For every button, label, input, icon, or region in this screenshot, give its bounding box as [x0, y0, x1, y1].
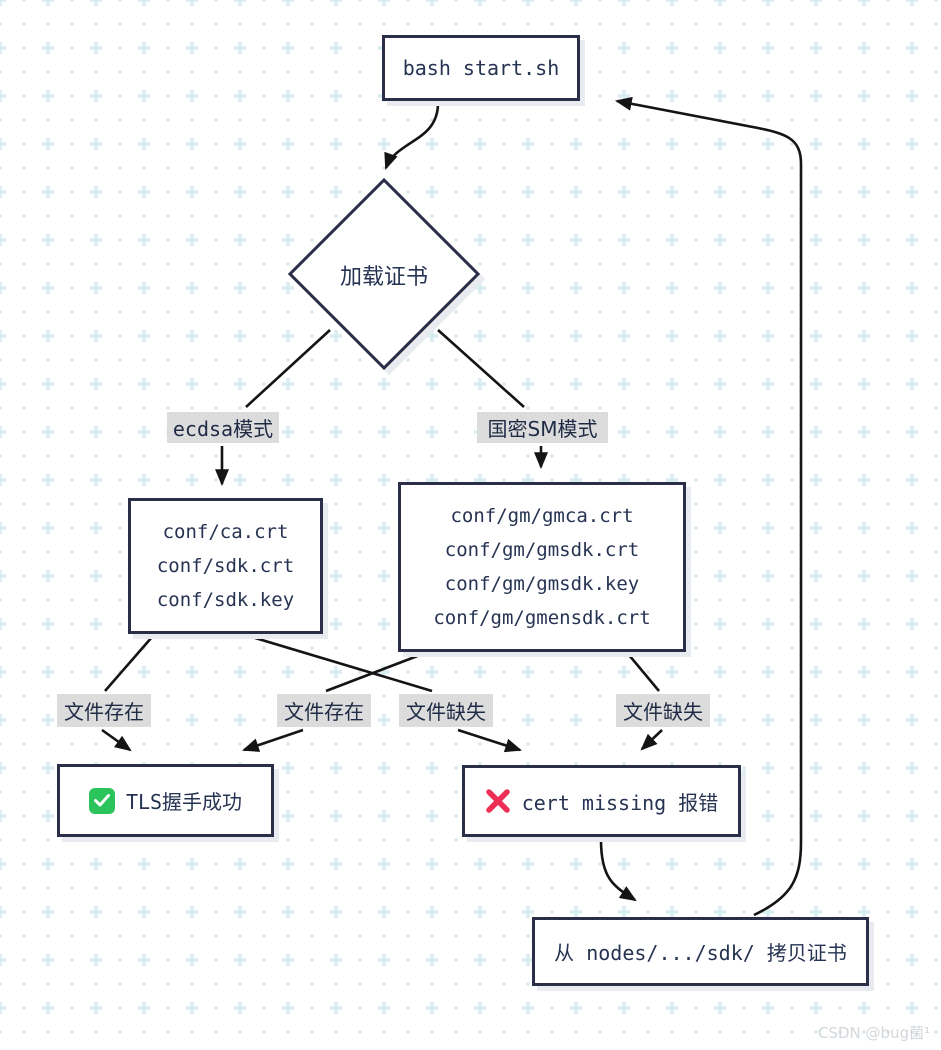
edge-ecdsa-files-to-missing-label [251, 635, 433, 693]
cert-missing-label: cert missing 报错 [521, 790, 719, 815]
branch-label-ecdsa: ecdsa模式 [167, 412, 279, 443]
gm-files-node: conf/gm/gmca.crt conf/gm/gmsdk.crt conf/… [398, 482, 686, 652]
gm-file-line: conf/gm/gmsdk.key [444, 573, 640, 595]
branch-label-gm-text: 国密SM模式 [487, 417, 598, 441]
edge-label-file-missing-right: 文件缺失 [616, 694, 710, 727]
tls-success-node: TLS握手成功 [57, 764, 274, 837]
copy-cert-label: 从 nodes/.../sdk/ 拷贝证书 [554, 941, 847, 965]
edge-label-text: 文件存在 [284, 700, 364, 724]
tls-success-label: TLS握手成功 [125, 790, 243, 814]
edge-decision-to-ecdsa-label [245, 329, 331, 408]
edge-label-text: 文件存在 [64, 700, 144, 724]
ecdsa-file-line: conf/sdk.key [156, 589, 295, 611]
ecdsa-file-line: conf/ca.crt [162, 521, 289, 543]
decision-node-label: 加载证书 [339, 265, 428, 290]
start-node-label: bash start.sh [402, 56, 560, 80]
watermark: CSDN @bug菌¹ [818, 1024, 931, 1042]
edge-label-file-missing-left: 文件缺失 [399, 694, 493, 727]
edge-missing-label-to-error-2 [640, 729, 663, 751]
gm-file-line: conf/gm/gmensdk.crt [433, 607, 651, 629]
edge-exists-label-to-success-2 [242, 728, 304, 752]
start-node: bash start.sh [382, 35, 580, 101]
edge-label-text: 文件缺失 [623, 700, 703, 724]
edge-error-to-copy [599, 839, 637, 902]
branch-label-ecdsa-text: ecdsa模式 [172, 417, 274, 441]
edge-ecdsa-files-to-exists-label [104, 636, 153, 692]
edge-label-file-exists-right: 文件存在 [277, 694, 371, 727]
check-icon [88, 787, 115, 814]
branch-label-gm: 国密SM模式 [477, 412, 608, 443]
cert-missing-node: cert missing 报错 [462, 765, 741, 837]
edge-gm-files-to-missing-label [628, 654, 660, 692]
copy-cert-node: 从 nodes/.../sdk/ 拷贝证书 [532, 917, 869, 986]
ecdsa-files-node: conf/ca.crt conf/sdk.crt conf/sdk.key [128, 498, 323, 634]
edge-label-text: 文件缺失 [406, 700, 486, 724]
edge-exists-label-to-success [101, 728, 132, 752]
edge-missing-label-to-error [457, 728, 522, 753]
edge-copy-to-start-loop [614, 96, 803, 917]
ecdsa-file-line: conf/sdk.crt [156, 555, 295, 577]
edge-start-to-decision [384, 102, 440, 170]
cross-icon [485, 788, 511, 814]
gm-file-line: conf/gm/gmca.crt [450, 505, 634, 527]
edge-label-file-exists-left: 文件存在 [57, 694, 151, 727]
gm-file-line: conf/gm/gmsdk.crt [444, 539, 640, 561]
edge-decision-to-gm-label [437, 329, 525, 408]
